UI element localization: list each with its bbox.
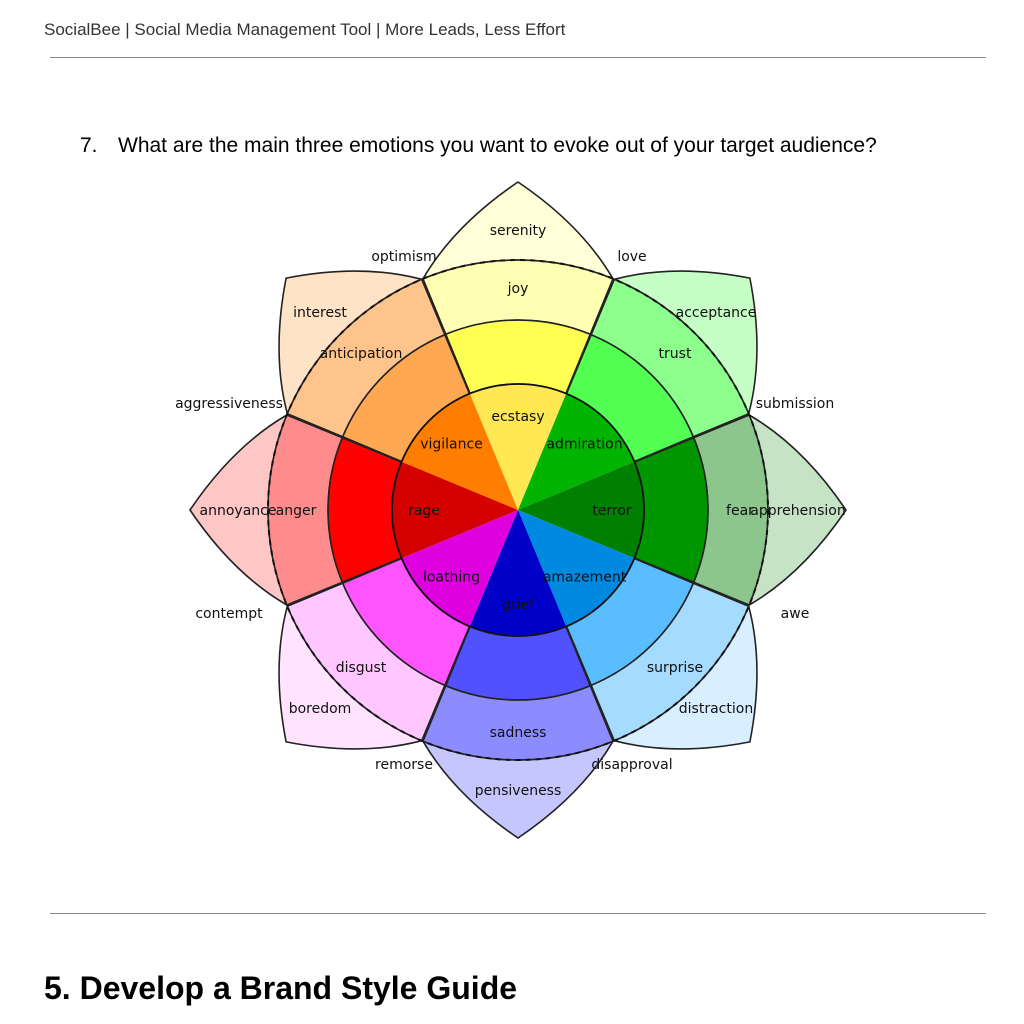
emotion-label-disgust: disgust <box>336 660 387 676</box>
emotion-label-serenity: serenity <box>490 223 547 239</box>
emotion-label-grief: grief <box>502 597 535 613</box>
emotion-label-annoyance: annoyance <box>200 503 277 519</box>
emotion-label-trust: trust <box>659 346 692 362</box>
emotion-label-loathing: loathing <box>423 570 480 586</box>
emotion-label-ecstasy: ecstasy <box>491 409 544 425</box>
section-heading: 5. Develop a Brand Style Guide <box>44 970 517 1007</box>
emotion-label-interest: interest <box>293 305 347 321</box>
emotion-label-terror: terror <box>592 503 632 519</box>
emotion-label-distraction: distraction <box>679 701 753 717</box>
dyad-label-submission: submission <box>756 396 835 412</box>
petal-middle-sadness <box>446 627 590 700</box>
dyad-label-disapproval: disapproval <box>591 757 672 773</box>
emotion-label-fear: fear <box>726 503 754 519</box>
emotion-label-rage: rage <box>408 503 440 519</box>
dyad-label-contempt: contempt <box>195 606 263 622</box>
dyad-label-remorse: remorse <box>375 757 433 773</box>
emotion-label-admiration: admiration <box>546 437 622 453</box>
emotion-label-joy: joy <box>507 281 529 297</box>
dyad-label-aggressiveness: aggressiveness <box>175 396 283 412</box>
petal-middle-anger <box>328 438 401 582</box>
emotion-label-acceptance: acceptance <box>676 305 757 321</box>
dyad-label-optimism: optimism <box>371 249 436 265</box>
emotion-label-vigilance: vigilance <box>420 437 483 453</box>
emotion-label-sadness: sadness <box>490 725 547 741</box>
emotion-label-pensiveness: pensiveness <box>475 783 562 799</box>
section-divider <box>50 913 986 914</box>
petal-middle-joy <box>446 320 590 393</box>
emotion-label-anger: anger <box>276 503 317 519</box>
emotion-label-amazement: amazement <box>543 570 627 586</box>
emotion-label-apprehension: apprehension <box>750 503 845 519</box>
emotion-label-anticipation: anticipation <box>320 346 403 362</box>
emotion-label-boredom: boredom <box>289 701 352 717</box>
dyad-label-love: love <box>617 249 646 265</box>
dyad-label-awe: awe <box>781 606 810 622</box>
emotion-label-surprise: surprise <box>647 660 703 676</box>
petal-middle-fear <box>635 438 708 582</box>
